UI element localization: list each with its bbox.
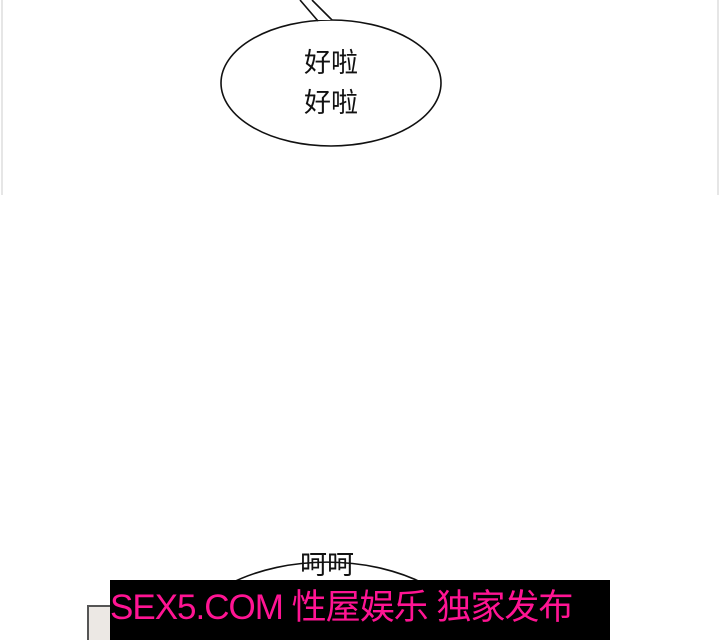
speech-bubble-1-text: 好啦 好啦: [271, 44, 391, 124]
watermark-banner: SEX5.COM 性屋娱乐 独家发布: [110, 580, 610, 640]
bubble-line: 好啦: [304, 48, 358, 79]
speech-bubble-2-text: 呵呵: [267, 546, 387, 586]
next-panel-edge: [87, 605, 110, 640]
speech-bubble-tail-fill: [300, 0, 332, 20]
bubble-line: 呵呵: [300, 550, 354, 581]
speech-bubble-tail: [299, 0, 333, 22]
bubble-line: 好啦: [304, 88, 358, 119]
